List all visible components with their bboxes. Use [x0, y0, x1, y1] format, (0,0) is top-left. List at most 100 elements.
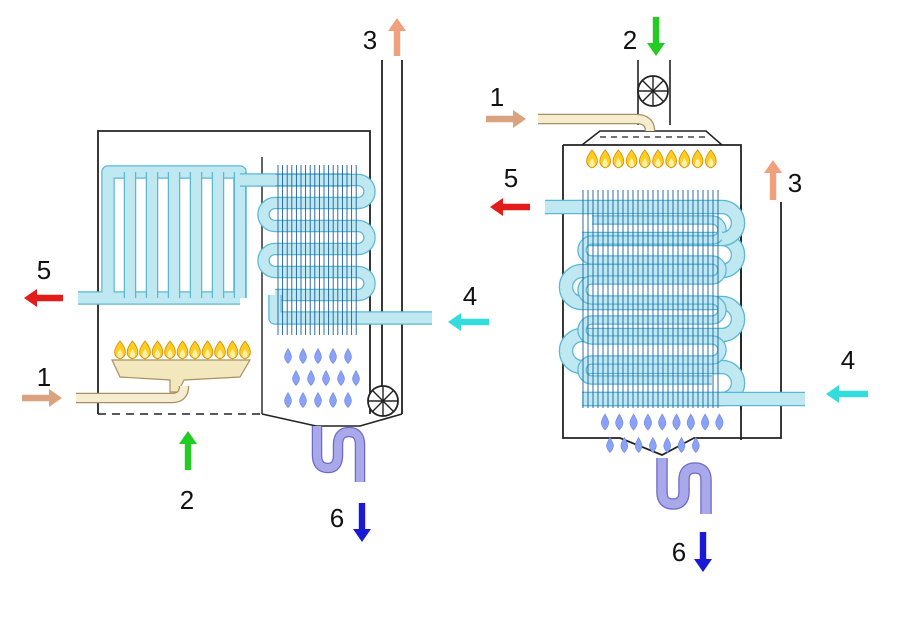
- left-label-gas-inlet: 1: [36, 362, 52, 392]
- condensate-drop-icon: [701, 413, 710, 431]
- secondary-heat-exchanger: [257, 165, 432, 335]
- cold-water-in-arrow: [826, 385, 868, 403]
- right-label-gas-inlet: 1: [489, 82, 505, 112]
- condensate-drop-icon: [677, 436, 686, 453]
- burner: [76, 340, 252, 404]
- condensate-drop-icon: [329, 391, 337, 408]
- gas-supply-pipe: [76, 385, 190, 404]
- condensate-drops: [601, 413, 724, 453]
- burner-flames: [586, 149, 717, 169]
- flame-icon: [612, 149, 625, 169]
- fan-icon: [367, 385, 399, 417]
- condensate-drop-icon: [672, 413, 681, 431]
- condensate-drops: [284, 347, 360, 408]
- flame-icon: [126, 340, 139, 360]
- inner-coil: [577, 215, 727, 385]
- flame-icon: [639, 149, 651, 169]
- flame-icon: [176, 340, 189, 360]
- condensing-coil: [257, 173, 376, 302]
- condensate-drop-icon: [314, 347, 322, 364]
- flame-icon: [665, 149, 677, 169]
- condensate-drop-icon: [314, 391, 322, 408]
- flame-icon: [189, 340, 201, 360]
- left-label-hot-water-outlet: 5: [36, 255, 52, 285]
- condensate-drop-icon: [686, 413, 695, 431]
- condensate-trap: [656, 458, 712, 514]
- flame-icon: [226, 340, 239, 360]
- air-in-arrow: [179, 431, 197, 470]
- condensate-drop-icon: [307, 369, 315, 386]
- condensate-drop-icon: [629, 413, 638, 431]
- flame-icon: [201, 340, 214, 360]
- condensate-drop-icon: [643, 413, 652, 431]
- left-label-flue-outlet: 3: [362, 25, 378, 55]
- right-label-hot-water-outlet: 5: [503, 163, 519, 193]
- condensate-out-arrow: [353, 503, 371, 542]
- casing-outline: [562, 145, 782, 456]
- flame-icon: [151, 340, 164, 360]
- flame-icon: [599, 149, 611, 169]
- condensate-drop-icon: [620, 436, 629, 453]
- flame-icon: [139, 340, 151, 360]
- flame-icon: [214, 340, 226, 360]
- hot-water-out-arrow: [490, 198, 530, 216]
- condensate-drop-icon: [329, 347, 337, 364]
- condensate-drop-icon: [658, 413, 667, 431]
- condensate-drop-icon: [299, 391, 307, 408]
- left-boiler: [22, 18, 489, 542]
- right-label-flue-outlet: 3: [787, 168, 803, 198]
- condensate-drop-icon: [344, 347, 352, 364]
- condensate-drop-icon: [284, 347, 292, 364]
- flame-icon: [239, 340, 251, 360]
- flame-icon: [164, 340, 176, 360]
- left-label-cold-water-inlet: 4: [462, 281, 478, 311]
- primary-heat-exchanger: [78, 165, 350, 305]
- hot-water-out-arrow: [24, 289, 63, 307]
- right-boiler: [486, 17, 868, 572]
- flame-icon: [586, 149, 598, 169]
- right-label-condensate-drain: 6: [671, 537, 687, 567]
- condensate-drop-icon: [352, 369, 360, 386]
- flue-out-arrow: [388, 18, 406, 56]
- air-in-arrow: [647, 17, 665, 56]
- main-coil: [558, 231, 746, 407]
- casing-outline: [97, 130, 371, 414]
- condensate-drop-icon: [692, 436, 700, 453]
- flame-icon: [705, 149, 717, 169]
- flame-icon: [652, 149, 664, 169]
- flame-icon: [691, 149, 704, 169]
- condensate-drop-icon: [615, 413, 624, 431]
- condensate-trap: [311, 426, 366, 482]
- left-label-condensate-drain: 6: [329, 503, 345, 533]
- right-label-cold-water-inlet: 4: [840, 345, 856, 375]
- left-label-air-inlet: 2: [179, 485, 195, 515]
- flue-out-arrow: [764, 160, 782, 200]
- condensate-drop-icon: [344, 391, 352, 408]
- burner-plenum: [581, 130, 723, 146]
- condensate-drop-icon: [601, 413, 609, 431]
- cold-water-pipe: [268, 295, 432, 325]
- gas-supply-pipe: [538, 113, 656, 132]
- condensate-drop-icon: [299, 347, 307, 364]
- condensate-drop-icon: [715, 413, 724, 431]
- coil-turn: [721, 199, 746, 247]
- condensate-drop-icon: [649, 436, 657, 453]
- condensate-drop-icon: [606, 436, 614, 453]
- condensate-drop-icon: [322, 369, 330, 386]
- condensate-drop-icon: [663, 436, 671, 453]
- condensate-out-arrow: [694, 532, 712, 572]
- flame-icon: [625, 149, 638, 169]
- fan-icon: [637, 75, 669, 107]
- condensate-drop-icon: [337, 369, 345, 386]
- condensate-drop-icon: [284, 391, 292, 408]
- cold-water-in-arrow: [448, 313, 489, 331]
- condensate-drop-icon: [292, 369, 300, 386]
- condensate-collector: [261, 413, 403, 427]
- condensate-drop-icon: [634, 436, 643, 453]
- flame-icon: [114, 340, 126, 360]
- right-label-air-inlet: 2: [622, 25, 638, 55]
- heat-exchanger: [545, 190, 805, 408]
- gas-in-arrow: [22, 389, 62, 407]
- flame-icon: [678, 149, 691, 169]
